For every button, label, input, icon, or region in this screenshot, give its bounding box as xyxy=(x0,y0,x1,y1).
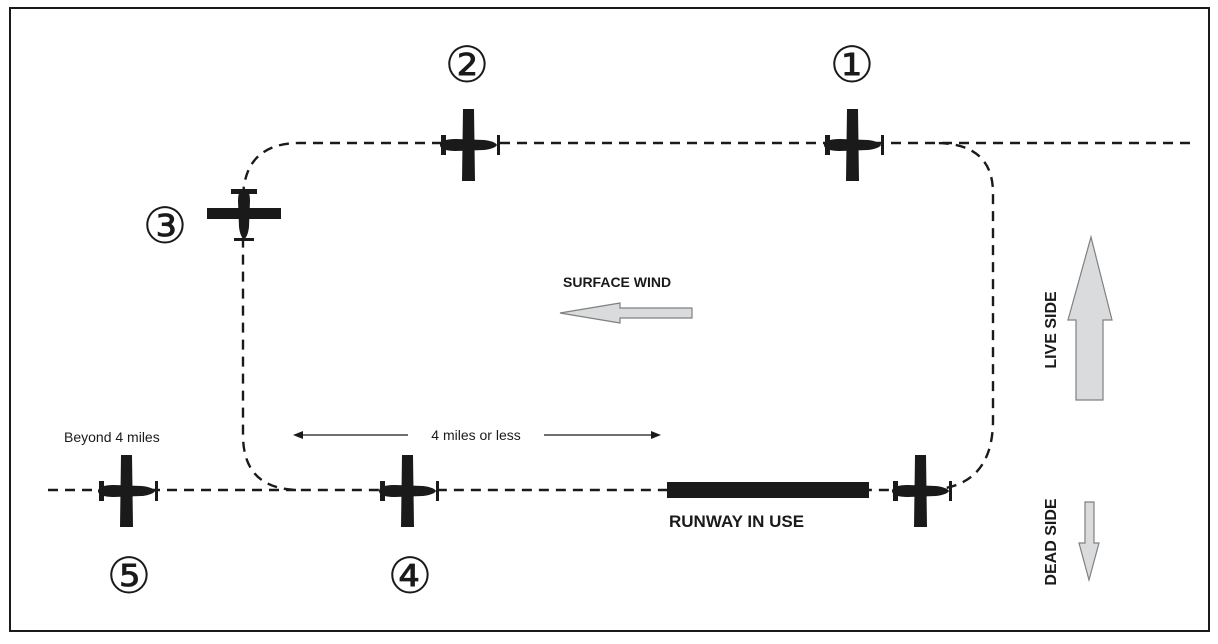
live-side-label: LIVE SIDE xyxy=(1043,291,1060,369)
beyond-label: Beyond 4 miles xyxy=(64,429,160,445)
aircraft-finals-icon xyxy=(892,455,952,527)
aircraft-5-icon xyxy=(98,455,158,527)
diagram-frame xyxy=(9,7,1210,632)
aircraft-4-icon xyxy=(379,455,439,527)
aircraft-3-icon xyxy=(207,189,281,241)
surface-wind-label: SURFACE WIND xyxy=(563,274,671,290)
distance-arrow xyxy=(293,431,661,439)
marker-5: ⑤ xyxy=(107,548,152,604)
aircraft-2-icon xyxy=(440,109,500,181)
dead-side-arrow-icon xyxy=(1078,501,1100,583)
wind-arrow-icon xyxy=(559,302,693,324)
circuit-path xyxy=(241,141,1190,492)
runway xyxy=(667,482,869,498)
aircraft-1-icon xyxy=(824,109,884,181)
distance-label: 4 miles or less xyxy=(431,427,520,443)
runway-label: RUNWAY IN USE xyxy=(669,512,804,531)
dead-side-label: DEAD SIDE xyxy=(1043,498,1060,585)
marker-3: ③ xyxy=(143,198,188,254)
marker-1: ① xyxy=(830,37,875,93)
marker-2: ② xyxy=(445,37,490,93)
live-side-arrow-icon xyxy=(1067,234,1113,401)
marker-4: ④ xyxy=(388,548,433,604)
